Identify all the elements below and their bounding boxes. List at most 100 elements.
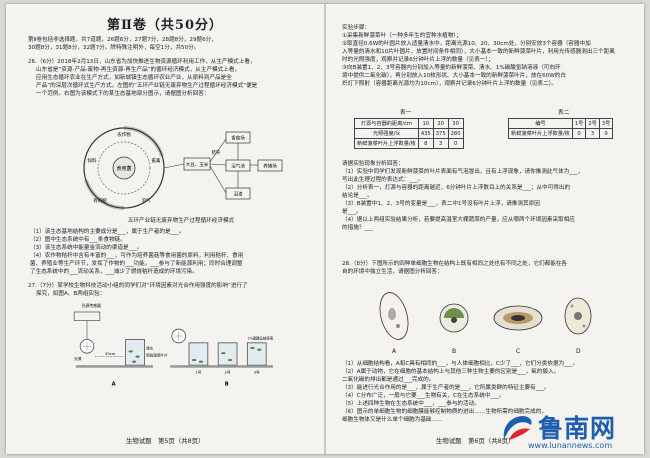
cell-label: B	[452, 348, 457, 355]
table-cell: 2号	[585, 118, 600, 129]
q27-item: 的措施？___	[342, 225, 373, 231]
table-cell: 光照强度/lx	[354, 128, 419, 139]
table-cell: 1号	[571, 118, 587, 129]
watermark-url: www.lunannews.com	[528, 441, 613, 450]
step-line: 入等量的清水和10片叶圆片，放置时间条件相同），大小基本一致的新鲜菠菜叶片，利用…	[342, 49, 615, 55]
step-line: ③向B装置1、2、3号容器内分别加入等量的新鲜菠菜、清水、1%碳酸氢钠溶液（可向…	[342, 65, 561, 71]
right-page: 实验步骤： ①采集新鲜菠菜叶（一种多年生的宜种水植物）； ②取直径0.6W的叶圆…	[326, 4, 644, 454]
q27-item: 是___。	[342, 209, 362, 215]
cell-label: D	[576, 348, 581, 355]
table2-caption: 表二	[558, 110, 570, 116]
q28-item: （4）C分布广泛，一般与它要___生物有关，C在生态系统中___。	[342, 393, 505, 399]
cup-label: 1号	[195, 370, 201, 375]
page-footer: 生物试题 第6页（共8页）	[436, 437, 515, 445]
flow-box-label: 养猪场	[263, 163, 277, 170]
light-label: 光源	[74, 356, 82, 361]
single-cell-organisms	[379, 292, 592, 340]
paramecium-icon	[379, 292, 409, 340]
lunan-logo-icon	[503, 416, 532, 440]
steps-title: 实验步骤：	[342, 25, 370, 31]
table1: 灯源与容器的距离/cm 10 20 30 光照强度/lx 435 375 280…	[354, 118, 464, 149]
q27-item: （2）分析表一，灯源与容器的距离越近，6分钟叶片上浮数目上的关系是___；从中可…	[342, 185, 571, 191]
q26-line: 产品”的深层次循环式生产方式。左图的“五环产业链无废弃物生产过程循环经济模式”便…	[36, 83, 258, 89]
step-line: ①采集新鲜菠菜叶（一种多年生的宜种水植物）；	[342, 33, 462, 39]
step-line: ②取直径0.6W的叶圆片放入适量清水中，距离光源10、20、30cm处，分别安放…	[342, 41, 591, 47]
table-cell: 3	[432, 138, 449, 149]
q28-item: （2）A属于动物，它在细胞的基本结构上与其他三种生物主要的区别是___，氧的摄入…	[342, 369, 560, 375]
table-row: 新鲜菠菜叶片上浮数量/枚 0 3 9	[508, 128, 614, 139]
table-cell: 新鲜菠菜叶片上浮数量/枚	[508, 128, 573, 139]
step-line: 时的光照强度，观察并记录6分钟叶片上浮的数量（见表一）；	[342, 57, 494, 63]
page-fold	[324, 4, 326, 454]
q27-item: 结论是___。	[342, 193, 373, 199]
cup-label: 2号	[225, 370, 231, 375]
q28-line: 自的环境中独立生活，请据图分析回答：	[342, 269, 443, 275]
q26-line: 山东省是“资源-产品-废物-再生资源-再生产品”的循环经济模式，从主产模式上看，	[36, 67, 241, 73]
q26-item: 了生态系统中的___流动关系，___减少了燃烧秸秆造成的环境污染。	[30, 269, 198, 275]
table2: 编号 1号 2号 3号 新鲜菠菜叶片上浮数量/枚 0 3 9	[508, 118, 614, 139]
cell-label: A	[392, 348, 397, 355]
q28-item: （1）从细胞结构看，A和C具有相同的___，与人体细胞相比，C少了___，它们分…	[342, 361, 579, 367]
left-page: 第Ⅱ卷（共50分） 第Ⅱ卷包括非选择题，共7道题，26题6分，27题7分，28题…	[6, 4, 324, 454]
q27-item: （1）实验中同学们发现新鲜菠菜的叶片表面有气泡冒出，且有上浮现象，请你推测此气体…	[342, 169, 584, 175]
q26-item: （4）农作物秸秆中含有丰富的___，可作为培养菌菇等食用菌的原料，利用秸秆、食用	[30, 253, 244, 259]
ring-label: 沼气	[142, 197, 151, 204]
ring-label: 农作物	[117, 131, 131, 138]
chlorella-icon	[439, 303, 469, 333]
q26-item: （2）图中生态系统中有___条食物链。	[30, 237, 126, 243]
q26-item: 菌、养殖业等生产环节，发挥了作物的___功能，___参与了新能源利用；同时合理调…	[30, 261, 243, 267]
table-cell: 375	[432, 128, 449, 139]
ring-label: 饲料	[88, 157, 97, 164]
step-line: 境中提供二氧化碳），再分别放入10枚形状、大小基本一致的新鲜菠菜叶片，放在60W…	[342, 73, 566, 79]
table-row: 编号 1号 2号 3号	[508, 118, 614, 129]
flow-box-label: 沼气池	[231, 163, 245, 170]
flow-box-label: 大豆、玉米	[186, 161, 209, 168]
experiment-figure: 光源传感器 光源 30cm 清水 新鲜菠菜叶片 A	[73, 303, 274, 388]
table-cell: 0	[571, 128, 587, 139]
step-line: 炽灯下照射（容器距离光源均为10cm），观察并记录6分钟叶片上浮的数量（见表二）…	[342, 81, 557, 87]
eco-cycle-diagram: 食用菌 农作物 畜禽 沼气 有机肥 饲料 大豆、玉米 香菇场 沼气池 沼渣 养猪…	[83, 126, 283, 210]
page-footer: 生物试题 第5页（共8页）	[126, 437, 205, 445]
q27-line: 探究，如图A、B两组实验：	[36, 291, 106, 297]
ring-label: 有机肥	[93, 197, 107, 204]
beaker-a	[125, 339, 145, 366]
table-cell: 280	[447, 128, 464, 139]
q26-line: 应用生态循环农业在生产方式，如新城镇生态循环农业产业，从原料到产品是全	[36, 75, 232, 81]
q28-item: （6）图示的单细胞生物的细胞膜能够控制物质的进出……生物所需的细胞完成的，	[342, 409, 547, 415]
q26-line: 26.（6分）2018年2月13日，山东省为加快推进生物资源循环利用工作，从生产…	[28, 59, 256, 65]
tag-label: 清水	[146, 346, 154, 351]
tag-label: 新鲜菠菜叶片	[146, 353, 168, 358]
tag-label: 1%碳酸氢钠溶液	[247, 335, 273, 340]
intro-line: 30题8分，31题8分，32题7分。除特殊注明外，每空1分，共50分。	[28, 45, 200, 51]
table-row: 灯源与容器的距离/cm 10 20 30	[354, 118, 464, 129]
table-cell: 8	[417, 138, 434, 149]
q27-item: 请据实验现象分析回答：	[342, 161, 404, 167]
q27-line: 27.（7分）某学校生物科技活动小组的同学们对“环境因素对光合作用强度的影响”进…	[28, 283, 248, 289]
table-cell: 0	[447, 138, 464, 149]
q27-item: 写出此生理过程的表达式：___。	[342, 177, 424, 183]
flow-box-label: 香菇场	[231, 135, 245, 142]
table-cell: 3号	[598, 118, 614, 129]
diagram-caption: 五环产业链无废弃物生产过程循环经济模式	[127, 218, 235, 224]
table-row: 新鲜菠菜叶片上浮数量/枚 8 3 0	[354, 138, 464, 149]
table-row: 光照强度/lx 435 375 280	[354, 128, 464, 139]
q28-item: 细胞生物体又是什么单个细胞为基础……	[342, 417, 443, 423]
exam-spread: 第Ⅱ卷（共50分） 第Ⅱ卷包括非选择题，共7道题，26题6分，27题7分，28题…	[6, 4, 644, 454]
table-cell: 435	[417, 128, 434, 139]
table-cell: 新鲜菠菜叶片上浮数量/枚	[354, 138, 419, 149]
table1-caption: 表一	[400, 110, 412, 116]
table-cell: 9	[598, 128, 614, 139]
cell-label: C	[516, 348, 521, 355]
diagram-center-label: 食用菌	[116, 165, 131, 172]
q26-item: （3）该生态系统中能量金流动的渠道是___。	[30, 245, 143, 251]
distance-label: 30cm	[105, 352, 116, 356]
q28-item: （3）能进行光合作用的是___，属于生产者的是___，它所属类群的特征主要有__…	[342, 385, 550, 391]
table-cell: 20	[432, 118, 449, 129]
table-cell: 灯源与容器的距离/cm	[354, 118, 419, 129]
watermark-text: 鲁南网	[538, 414, 617, 443]
figure-b-label: B	[225, 382, 229, 388]
q26-item: （1）该生态基地结构的主要成分是___，属于生产者的是___。	[30, 229, 185, 235]
beaker-2	[217, 342, 238, 366]
table-cell: 编号	[508, 118, 573, 129]
table-cell: 10	[417, 118, 434, 129]
